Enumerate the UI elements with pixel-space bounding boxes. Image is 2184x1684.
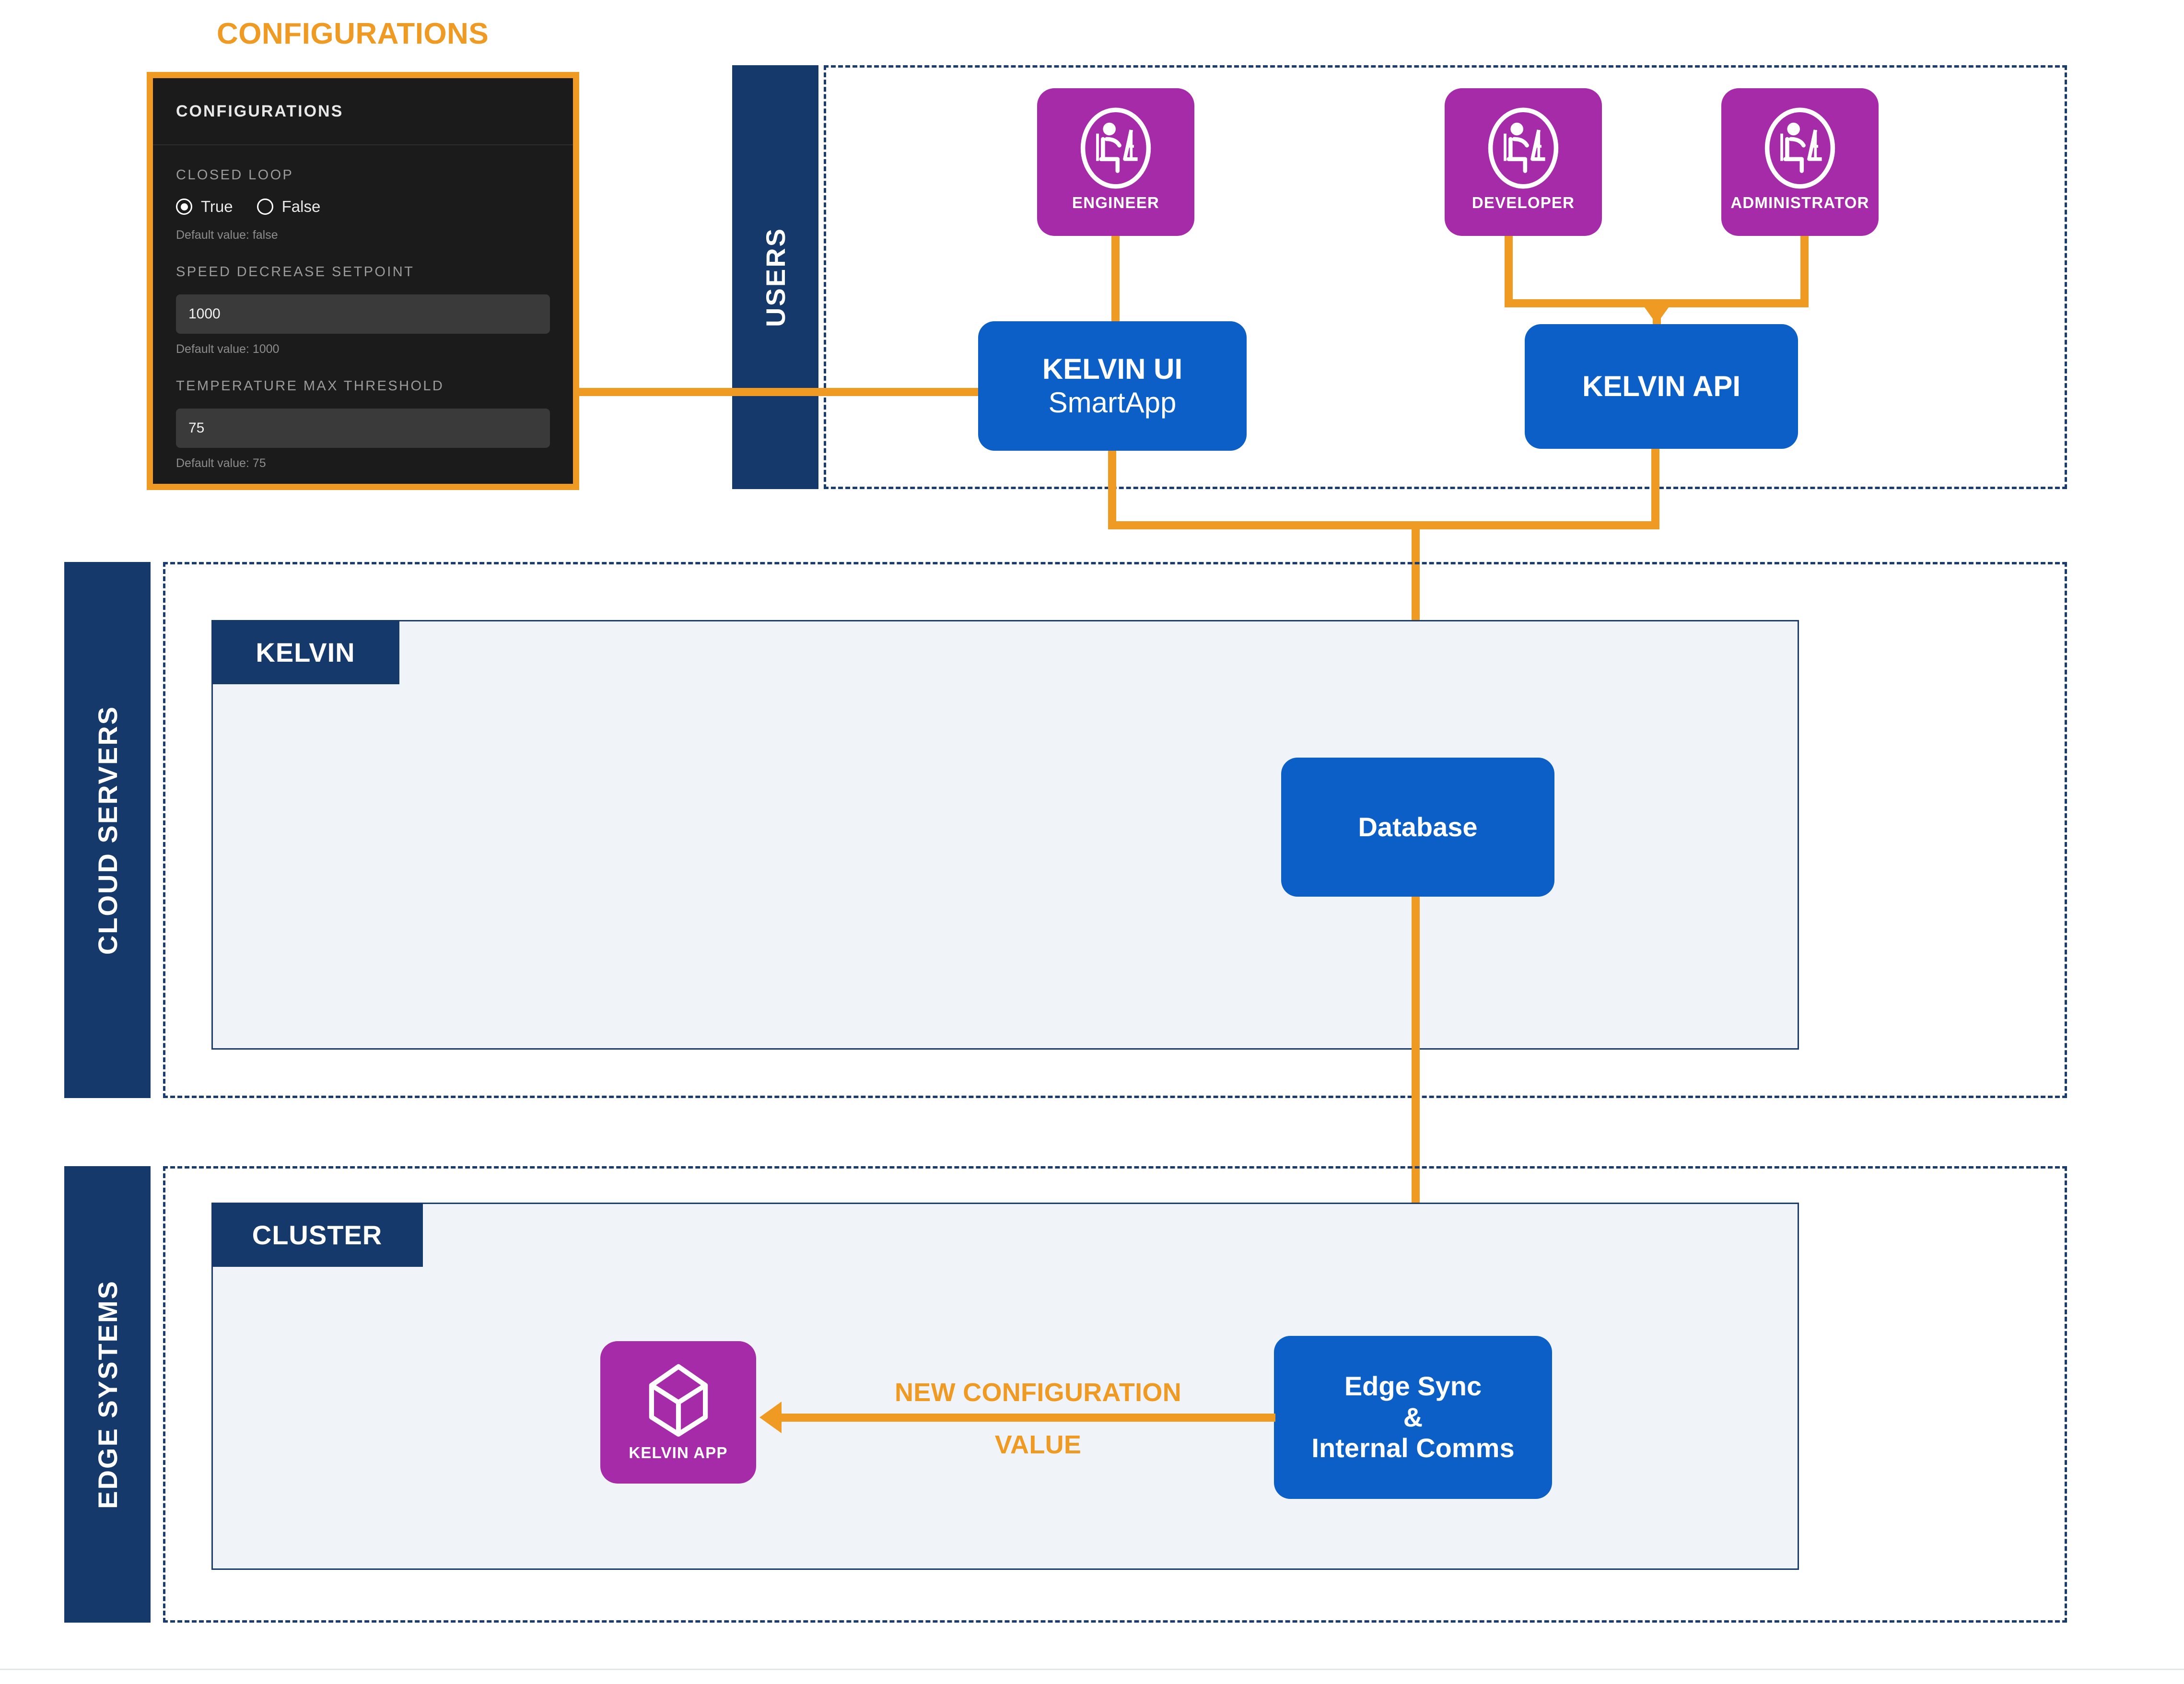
node-kelvin-ui-line2: SmartApp <box>1048 386 1177 419</box>
arrowhead-to-kelvin-api <box>1641 302 1672 324</box>
closed-loop-radio-group[interactable]: True False <box>176 198 550 216</box>
node-kelvin-api-label: KELVIN API <box>1582 370 1741 403</box>
temperature-max-threshold-input[interactable]: 75 <box>176 409 550 448</box>
speed-decrease-setpoint-input[interactable]: 1000 <box>176 294 550 334</box>
arrowhead-to-kelvin-app <box>759 1402 782 1433</box>
cluster-panel-tab: CLUSTER <box>211 1203 423 1267</box>
edge-systems-band-label: EDGE SYSTEMS <box>92 1280 123 1509</box>
node-kelvin-ui[interactable]: KELVIN UI SmartApp <box>978 321 1247 451</box>
edge-systems-band: EDGE SYSTEMS <box>64 1166 151 1623</box>
radio-label-false: False <box>281 198 321 215</box>
flow-label-line1: NEW CONFIGURATION <box>894 1378 1182 1407</box>
configurations-panel-title: CONFIGURATIONS <box>176 102 344 120</box>
configurations-panel-header: CONFIGURATIONS <box>153 78 573 145</box>
cluster-panel-tab-label: CLUSTER <box>252 1219 383 1250</box>
user-engineer[interactable]: ENGINEER <box>1037 88 1194 236</box>
users-band: USERS <box>732 65 818 489</box>
bottom-divider <box>0 1669 2184 1670</box>
cloud-servers-zone <box>163 562 2067 1098</box>
cloud-servers-band: CLOUD SERVERS <box>64 562 151 1098</box>
configurations-panel-inner: CONFIGURATIONS CLOSED LOOP True False <box>153 78 573 484</box>
user-developer[interactable]: DEVELOPER <box>1445 88 1602 236</box>
radio-dot <box>180 203 188 210</box>
connector-kelvin-ui-down <box>1108 451 1116 521</box>
person-at-desk-icon <box>1488 107 1559 189</box>
node-edge-sync-line2: & <box>1403 1402 1423 1432</box>
node-edge-sync[interactable]: Edge Sync & Internal Comms <box>1274 1336 1552 1499</box>
node-kelvin-app[interactable]: KELVIN APP <box>600 1341 756 1484</box>
node-database[interactable]: Database <box>1281 758 1554 897</box>
configurations-panel: CONFIGURATIONS CLOSED LOOP True False <box>147 72 579 490</box>
radio-option-false[interactable]: False <box>257 198 321 216</box>
user-administrator[interactable]: ADMINISTRATOR <box>1721 88 1879 236</box>
connector-engineer-to-kelvin-ui <box>1111 236 1120 322</box>
cube-icon <box>649 1364 708 1437</box>
node-edge-sync-line1: Edge Sync <box>1344 1370 1482 1401</box>
kelvin-panel-tab: KELVIN <box>211 620 399 684</box>
users-zone <box>824 65 2067 489</box>
flow-label-line2: VALUE <box>994 1430 1082 1459</box>
node-database-label: Database <box>1358 811 1478 842</box>
kelvin-panel <box>211 620 1799 1050</box>
person-at-desk-icon <box>1080 107 1151 189</box>
connector-merge-bar-to-database <box>1108 521 1659 529</box>
closed-loop-label: CLOSED LOOP <box>176 167 294 183</box>
radio-option-true[interactable]: True <box>176 198 233 216</box>
connector-kelvin-api-down <box>1651 449 1659 529</box>
speed-decrease-setpoint-default-help: Default value: 1000 <box>176 342 280 356</box>
speed-decrease-setpoint-label: SPEED DECREASE SETPOINT <box>176 264 415 280</box>
temperature-max-threshold-label: TEMPERATURE MAX THRESHOLD <box>176 378 444 394</box>
flow-label-new-configuration-value: NEW CONFIGURATION VALUE <box>849 1375 1227 1462</box>
user-administrator-label: ADMINISTRATOR <box>1730 194 1869 211</box>
temperature-max-threshold-default-help: Default value: 75 <box>176 456 266 470</box>
radio-label-true: True <box>201 198 233 215</box>
user-developer-label: DEVELOPER <box>1472 194 1575 211</box>
node-edge-sync-line3: Internal Comms <box>1311 1433 1515 1463</box>
users-band-label: USERS <box>760 227 791 327</box>
person-at-desk-icon <box>1764 107 1835 189</box>
connector-edge-sync-to-kelvin-app <box>782 1414 1275 1422</box>
user-engineer-label: ENGINEER <box>1072 194 1159 211</box>
closed-loop-default-help: Default value: false <box>176 228 278 242</box>
cloud-servers-band-label: CLOUD SERVERS <box>92 705 123 955</box>
page-title: CONFIGURATIONS <box>217 17 489 50</box>
edge-systems-zone <box>163 1166 2067 1623</box>
radio-unselected-icon[interactable] <box>257 199 273 215</box>
radio-selected-icon[interactable] <box>176 199 192 215</box>
node-kelvin-ui-line1: KELVIN UI <box>1042 353 1183 386</box>
node-kelvin-app-label: KELVIN APP <box>629 1444 728 1462</box>
node-kelvin-api[interactable]: KELVIN API <box>1525 324 1798 449</box>
connector-config-to-kelvin-ui <box>573 388 978 396</box>
connector-developer-down <box>1505 236 1513 299</box>
configurations-panel-body: CLOSED LOOP True False Default value: fa… <box>153 145 573 492</box>
kelvin-panel-tab-label: KELVIN <box>256 637 355 667</box>
connector-administrator-down <box>1800 236 1809 299</box>
